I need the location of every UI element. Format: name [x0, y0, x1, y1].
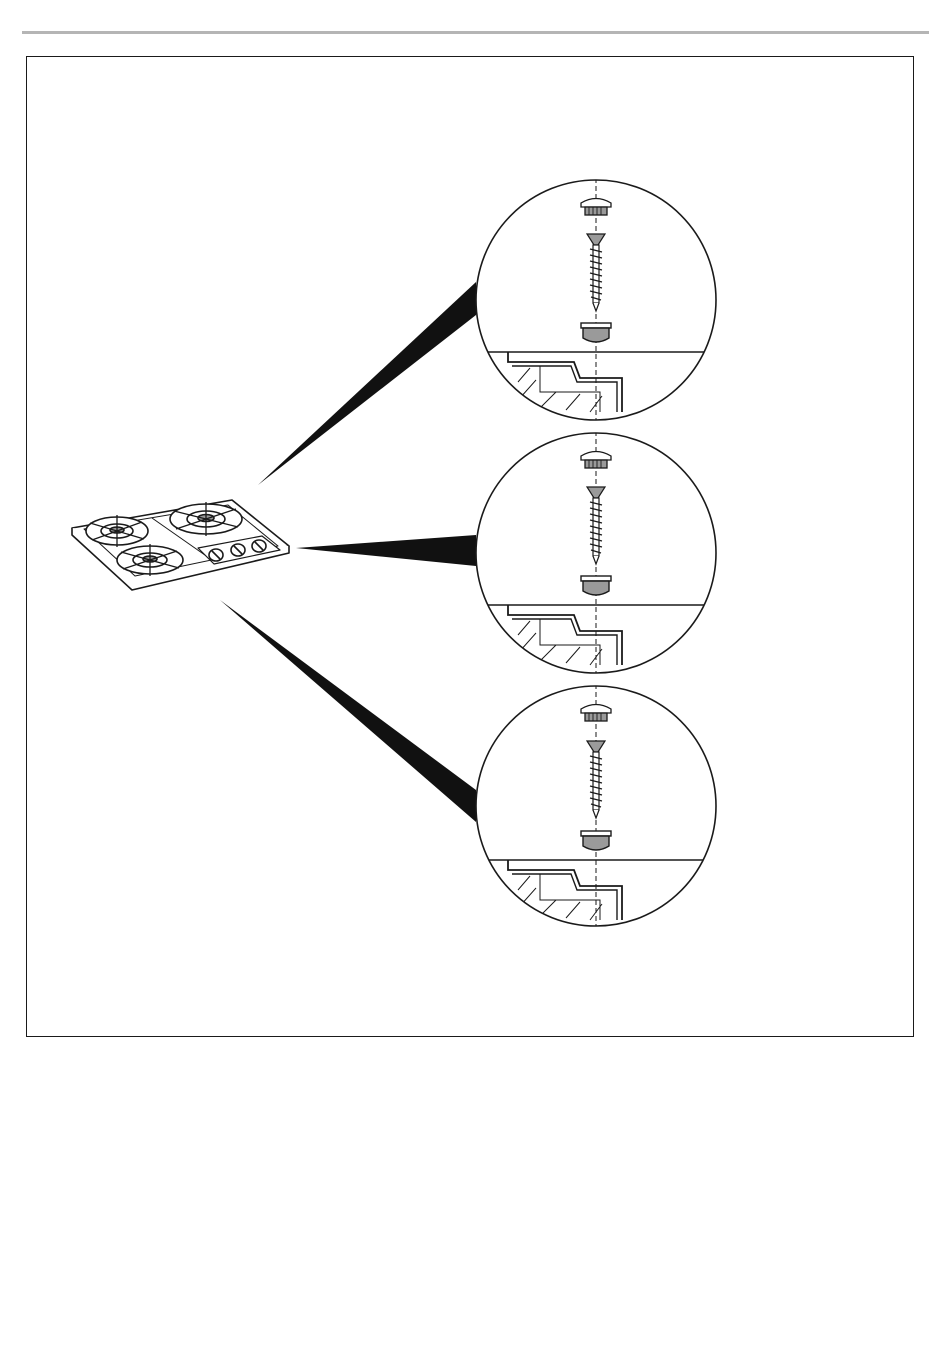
base-cup-icon — [581, 831, 611, 850]
control-knob-icon — [252, 540, 266, 552]
pointer-wedge-top — [258, 282, 476, 485]
cover-cap-icon — [581, 705, 611, 722]
base-cup-icon — [581, 323, 611, 342]
pointer-wedge-middle — [296, 535, 476, 566]
three-burner-cooktop-icon — [72, 500, 289, 590]
cover-cap-icon — [581, 199, 611, 216]
detail-view-middle — [476, 431, 716, 673]
cover-cap-icon — [581, 452, 611, 469]
control-knob-icon — [209, 549, 223, 561]
base-cup-icon — [581, 576, 611, 595]
detail-view-bottom — [476, 684, 716, 926]
control-knob-icon — [231, 544, 245, 556]
pointer-wedge-bottom — [220, 600, 476, 822]
detail-view-top — [476, 178, 716, 420]
